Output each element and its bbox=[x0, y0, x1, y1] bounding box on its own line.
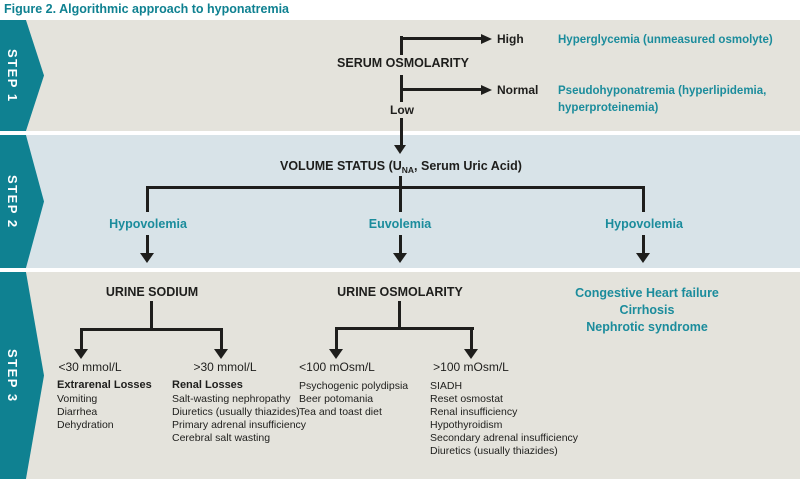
list-item: Reset osmostat bbox=[430, 393, 503, 405]
node-urine-sodium: URINE SODIUM bbox=[105, 285, 199, 299]
list-item: Secondary adrenal insufficiency bbox=[430, 432, 579, 444]
list-item: SIADH bbox=[430, 380, 463, 392]
list-item: Congestive Heart failure bbox=[575, 286, 719, 300]
list-item: Vomiting bbox=[57, 393, 98, 405]
list-item: Tea and toast diet bbox=[299, 406, 382, 418]
connector-line bbox=[399, 235, 402, 253]
branch-label-normal: Normal bbox=[497, 83, 539, 97]
list-item: Diuretics (usually thiazides) bbox=[172, 406, 300, 418]
connector-line bbox=[335, 327, 338, 349]
list-item: Primary adrenal insufficiency bbox=[172, 419, 307, 431]
connector-line bbox=[220, 328, 223, 349]
connector-line bbox=[400, 118, 403, 145]
arrow-down-icon bbox=[636, 253, 650, 263]
list-item: Beer potomania bbox=[299, 393, 374, 405]
node-serum-osmolarity: SERUM OSMOLARITY bbox=[337, 56, 469, 70]
connector-line bbox=[150, 301, 153, 329]
label-sodium-low: <30 mmol/L bbox=[58, 360, 122, 374]
connector-line bbox=[146, 186, 149, 212]
figure-title: Figure 2. Algorithmic approach to hypona… bbox=[4, 2, 289, 16]
connector-line bbox=[146, 235, 149, 253]
connector-line bbox=[399, 176, 402, 187]
volume-status-prefix: VOLUME STATUS (U bbox=[280, 159, 402, 173]
connector-line bbox=[399, 186, 402, 212]
result-hyperglycemia: Hyperglycemia (unmeasured osmolyte) bbox=[558, 34, 773, 46]
connector-line bbox=[642, 235, 645, 253]
connector-line bbox=[398, 301, 401, 328]
list-item: Diarrhea bbox=[57, 406, 98, 418]
branch-line bbox=[80, 328, 223, 331]
branch-euvolemia: Euvolemia bbox=[368, 217, 432, 231]
list-item: Cerebral salt wasting bbox=[172, 432, 271, 444]
list-item: Psychogenic polydipsia bbox=[299, 380, 409, 392]
arrow-down-icon bbox=[329, 349, 343, 359]
list-item: Salt-wasting nephropathy bbox=[172, 393, 291, 405]
connector-line bbox=[470, 327, 473, 349]
connector-line bbox=[400, 36, 403, 55]
connector-line bbox=[401, 37, 481, 40]
arrow-down-icon bbox=[393, 253, 407, 263]
heading-renal-losses: Renal Losses bbox=[172, 379, 243, 391]
heading-extrarenal-losses: Extrarenal Losses bbox=[57, 379, 152, 391]
list-item: Renal insufficiency bbox=[430, 406, 518, 418]
connector-line bbox=[401, 88, 481, 91]
list-item: Diuretics (usually thiazides) bbox=[430, 445, 558, 457]
node-volume-status: VOLUME STATUS (UNA, Serum Uric Acid) bbox=[280, 159, 522, 175]
node-urine-osmolarity: URINE OSMOLARITY bbox=[337, 285, 463, 299]
step1-chevron-label: STEP 1 bbox=[5, 48, 20, 103]
list-item: Hypothyroidism bbox=[430, 419, 503, 431]
list-item: Dehydration bbox=[57, 419, 114, 431]
branch-hypovolemia-left: Hypovolemia bbox=[109, 217, 187, 231]
arrow-down-icon bbox=[394, 145, 406, 154]
connector-line bbox=[642, 186, 645, 212]
list-item: Nephrotic syndrome bbox=[586, 320, 708, 334]
arrow-right-icon bbox=[481, 34, 492, 44]
volume-status-subscript: NA bbox=[401, 165, 415, 175]
branch-line bbox=[335, 327, 474, 330]
list-item: Cirrhosis bbox=[619, 303, 675, 317]
step2-chevron-label: STEP 2 bbox=[5, 174, 20, 229]
label-osmolarity-low: <100 mOsm/L bbox=[299, 360, 375, 374]
branch-label-high: High bbox=[497, 32, 524, 46]
arrow-right-icon bbox=[481, 85, 492, 95]
connector-line bbox=[80, 328, 83, 349]
branch-hypovolemia-right: Hypovolemia bbox=[605, 217, 683, 231]
label-sodium-high: >30 mmol/L bbox=[193, 360, 257, 374]
arrow-down-icon bbox=[74, 349, 88, 359]
arrow-down-icon bbox=[140, 253, 154, 263]
label-osmolarity-high: >100 mOsm/L bbox=[433, 360, 509, 374]
step3-chevron-label: STEP 3 bbox=[5, 348, 20, 403]
arrow-down-icon bbox=[214, 349, 228, 359]
volume-status-suffix: , Serum Uric Acid) bbox=[414, 159, 522, 173]
arrow-down-icon bbox=[464, 349, 478, 359]
branch-label-low: Low bbox=[390, 103, 414, 117]
branch-line bbox=[146, 186, 645, 189]
result-pseudohyponatremia: Pseudohyponatremia (hyperlipidemia, hype… bbox=[558, 85, 767, 114]
